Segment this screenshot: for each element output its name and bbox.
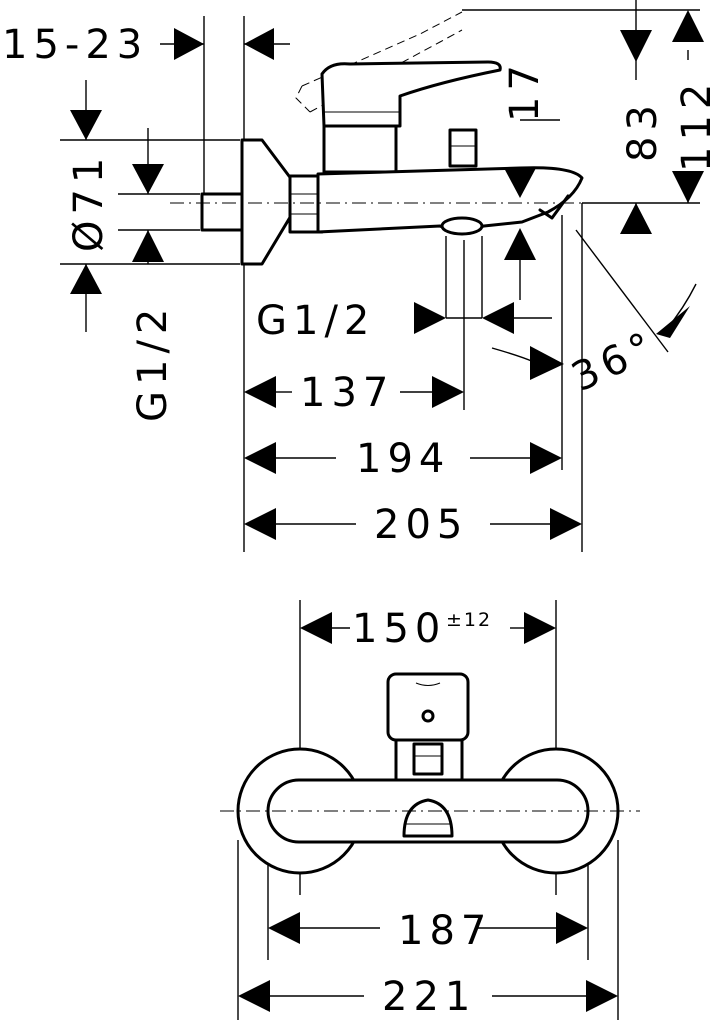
label-137: 137 xyxy=(300,370,394,416)
front-extension-lines xyxy=(237,600,619,1020)
label-36-degrees: 36° xyxy=(565,322,665,401)
label-diameter-71: Ø71 xyxy=(66,152,112,252)
label-112: 112 xyxy=(674,78,720,172)
label-83: 83 xyxy=(620,99,666,162)
label-inlet-g12: G1/2 xyxy=(130,303,176,422)
dim-total-width: 221 xyxy=(238,974,618,1020)
dim-spout-angle: 36° xyxy=(491,283,697,401)
label-221: 221 xyxy=(382,974,476,1020)
label-17: 17 xyxy=(502,59,548,122)
label-15-23: 15-23 xyxy=(2,22,148,68)
dim-depth-outlet: 137 xyxy=(244,370,464,416)
dim-spout-height: 83 xyxy=(620,0,666,234)
label-187: 187 xyxy=(398,908,492,954)
dim-wall-thickness: 15-23 xyxy=(2,22,290,68)
dim-depth-total: 205 xyxy=(244,502,582,548)
label-194: 194 xyxy=(356,436,450,482)
label-tolerance-12: ±12 xyxy=(446,609,492,631)
dim-lever-offset: 17 xyxy=(502,59,548,300)
dim-inlet-thread: G1/2 xyxy=(130,128,176,422)
dim-total-height: 112 xyxy=(672,10,720,203)
side-view: 15-23 Ø71 G1/2 17 xyxy=(2,0,720,552)
label-150: 150 xyxy=(352,606,446,652)
dim-outlet-thread: G1/2 xyxy=(256,298,552,344)
label-outlet-g12: G1/2 xyxy=(256,298,375,344)
side-extension-lines xyxy=(60,9,700,552)
dim-body-width: 187 xyxy=(268,908,588,954)
dim-centre-distance: 150 ±12 xyxy=(300,606,556,652)
dim-rosette-diameter: Ø71 xyxy=(66,80,112,332)
mixer-body-front xyxy=(236,672,620,875)
front-view: 150 ±12 187 221 xyxy=(220,600,640,1020)
label-205: 205 xyxy=(374,502,468,548)
dim-depth-spout: 194 xyxy=(244,436,562,482)
